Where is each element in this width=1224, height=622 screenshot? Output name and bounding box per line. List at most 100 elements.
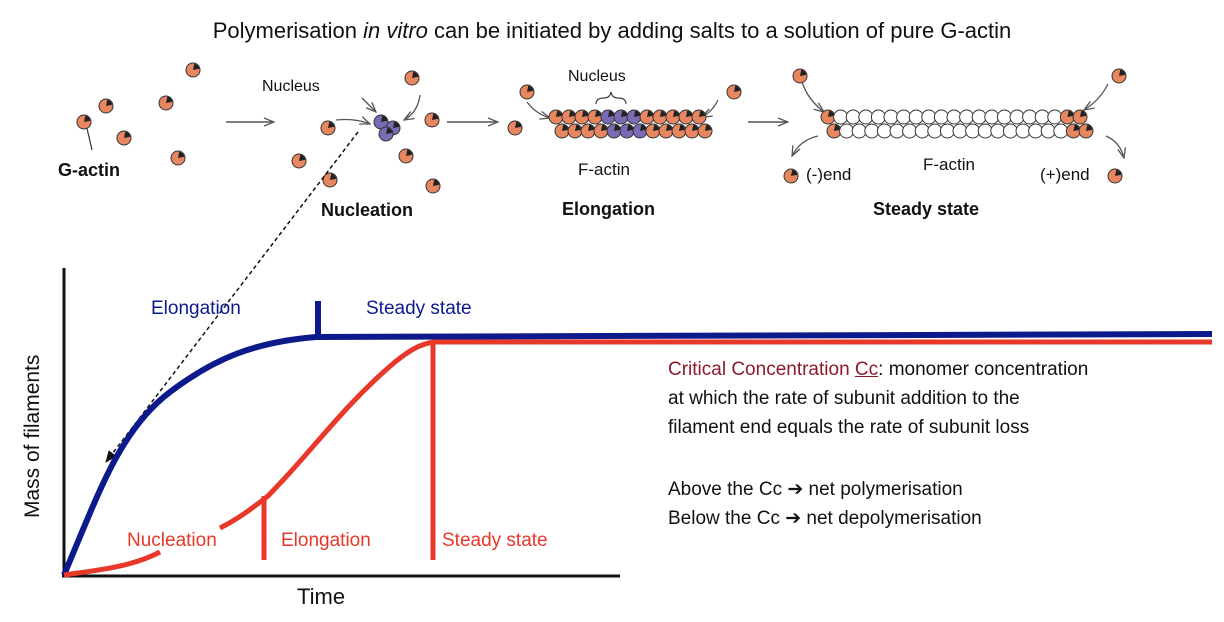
label-elongation: Elongation bbox=[562, 199, 655, 219]
filament-subunit bbox=[851, 123, 867, 139]
filament-subunit-notch bbox=[588, 124, 595, 131]
blue-polymerisation-curve bbox=[61, 331, 1213, 577]
rule-below-cc: Below the Cc ➔ net depolymerisation bbox=[668, 508, 982, 529]
g-actin-monomer-notch bbox=[106, 99, 113, 106]
filament-subunit-notch bbox=[556, 110, 563, 117]
red-label-steady-state: Steady state bbox=[442, 530, 548, 551]
filament-subunit-notch bbox=[595, 110, 602, 117]
filament-subunit-notch bbox=[1086, 124, 1093, 131]
label-f-actin: F-actin bbox=[578, 160, 630, 179]
filament-subunit bbox=[864, 123, 880, 139]
filament-subunit bbox=[927, 123, 943, 139]
cc-definition-text: : monomer concentration bbox=[878, 359, 1089, 380]
label-plus-end: (+)end bbox=[1040, 165, 1090, 184]
filament-subunit-notch bbox=[834, 124, 841, 131]
page-title: Polymerisation in vitro can be initiated… bbox=[0, 18, 1224, 44]
g-actin-monomer-notch bbox=[406, 149, 413, 156]
filament-subunit-notch bbox=[692, 124, 699, 131]
actin-monomers bbox=[76, 62, 1127, 194]
curved-arrow bbox=[792, 135, 819, 156]
filament-subunit-notch bbox=[686, 110, 693, 117]
curved-arrow bbox=[801, 81, 824, 112]
label-g-actin: G-actin bbox=[58, 160, 121, 180]
filament-subunit-notch bbox=[1080, 110, 1087, 117]
filament-subunit-notch bbox=[608, 110, 615, 117]
filament-subunit bbox=[908, 109, 924, 125]
red-curve-segment bbox=[63, 549, 162, 578]
g-actin-monomer-notch bbox=[432, 113, 439, 120]
filament-subunit-notch bbox=[705, 124, 712, 131]
filament-subunit bbox=[1009, 109, 1025, 125]
filament-subunit-notch bbox=[660, 110, 667, 117]
filament-subunit bbox=[1034, 109, 1050, 125]
filament-subunit bbox=[1022, 109, 1038, 125]
filament-subunit-notch bbox=[1067, 110, 1074, 117]
filament-subunit bbox=[946, 109, 962, 125]
filament-subunit bbox=[965, 123, 981, 139]
filament-subunit bbox=[977, 123, 993, 139]
filament-subunit bbox=[933, 109, 949, 125]
filament-subunit bbox=[870, 109, 886, 125]
g-actin-monomer-notch bbox=[84, 115, 91, 122]
filament-subunit bbox=[1002, 123, 1018, 139]
g-actin-monomer-notch bbox=[1119, 69, 1126, 76]
label-steady-state: Steady state bbox=[873, 199, 980, 219]
curved-arrow bbox=[1084, 83, 1109, 110]
title-text-end: can be initiated by adding salts to a so… bbox=[427, 18, 1012, 43]
title-italic: in vitro bbox=[363, 18, 428, 43]
filament-subunit-notch bbox=[614, 124, 621, 131]
cc-definition: Critical Concentration Cc: monomer conce… bbox=[668, 355, 1088, 442]
filament-subunit bbox=[833, 109, 849, 125]
cc-definition-line-1: Critical Concentration Cc: monomer conce… bbox=[668, 355, 1088, 384]
label-minus-end: (-)end bbox=[806, 165, 852, 184]
g-actin-monomer-notch bbox=[166, 96, 173, 103]
filament-subunit bbox=[959, 109, 975, 125]
y-axis-label: Mass of filaments bbox=[21, 354, 44, 518]
blue-label-steady-state: Steady state bbox=[366, 298, 472, 319]
g-actin-monomer-notch bbox=[791, 169, 798, 176]
filament-subunit bbox=[883, 109, 899, 125]
filament-subunit-notch bbox=[582, 110, 589, 117]
filament-subunit-notch bbox=[601, 124, 608, 131]
nucleus-subunit-notch bbox=[393, 121, 400, 128]
filament-subunit bbox=[952, 123, 968, 139]
curved-arrow bbox=[526, 101, 550, 118]
filament-subunit-notch bbox=[699, 110, 706, 117]
g-actin-monomer-notch bbox=[800, 69, 807, 76]
filament-subunit-notch bbox=[666, 124, 673, 131]
filament-subunit bbox=[1053, 123, 1069, 139]
filament-subunit bbox=[896, 109, 912, 125]
filament-subunit-notch bbox=[647, 110, 654, 117]
filament-subunit-notch bbox=[673, 110, 680, 117]
g-actin-monomer-notch bbox=[1115, 169, 1122, 176]
blue-label-elongation: Elongation bbox=[151, 298, 241, 319]
nucleus-subunit-notch bbox=[386, 127, 393, 134]
filament-subunit-notch bbox=[634, 110, 641, 117]
g-actin-monomer-notch bbox=[433, 179, 440, 186]
label-f-actin-2: F-actin bbox=[923, 155, 975, 174]
filament-subunit bbox=[902, 123, 918, 139]
curved-arrow bbox=[404, 94, 421, 120]
red-label-nucleation: Nucleation bbox=[127, 530, 217, 551]
cc-term: Critical Concentration bbox=[668, 359, 855, 380]
filament-subunit bbox=[839, 123, 855, 139]
filament-subunit-notch bbox=[562, 124, 569, 131]
cc-abbreviation: Cc bbox=[854, 359, 879, 380]
filament-subunit-notch bbox=[627, 124, 634, 131]
title-text: Polymerisation bbox=[212, 18, 364, 43]
g-actin-monomer-notch bbox=[734, 85, 741, 92]
filament-subunit-notch bbox=[653, 124, 660, 131]
curved-arrows bbox=[335, 81, 1124, 158]
filament-subunit-notch bbox=[828, 110, 835, 117]
filament-subunit-notch bbox=[575, 124, 582, 131]
curved-arrow bbox=[335, 120, 370, 125]
filament-subunit bbox=[990, 123, 1006, 139]
filament-subunit bbox=[921, 109, 937, 125]
filament-subunit-notch bbox=[569, 110, 576, 117]
g-actin-monomer-notch bbox=[193, 63, 200, 70]
rule-above-cc: Above the Cc ➔ net polymerisation bbox=[668, 479, 963, 500]
g-actin-monomer-notch bbox=[412, 71, 419, 78]
nucleus-brace bbox=[595, 91, 627, 105]
filament-subunit bbox=[984, 109, 1000, 125]
filament-subunit-notch bbox=[621, 110, 628, 117]
